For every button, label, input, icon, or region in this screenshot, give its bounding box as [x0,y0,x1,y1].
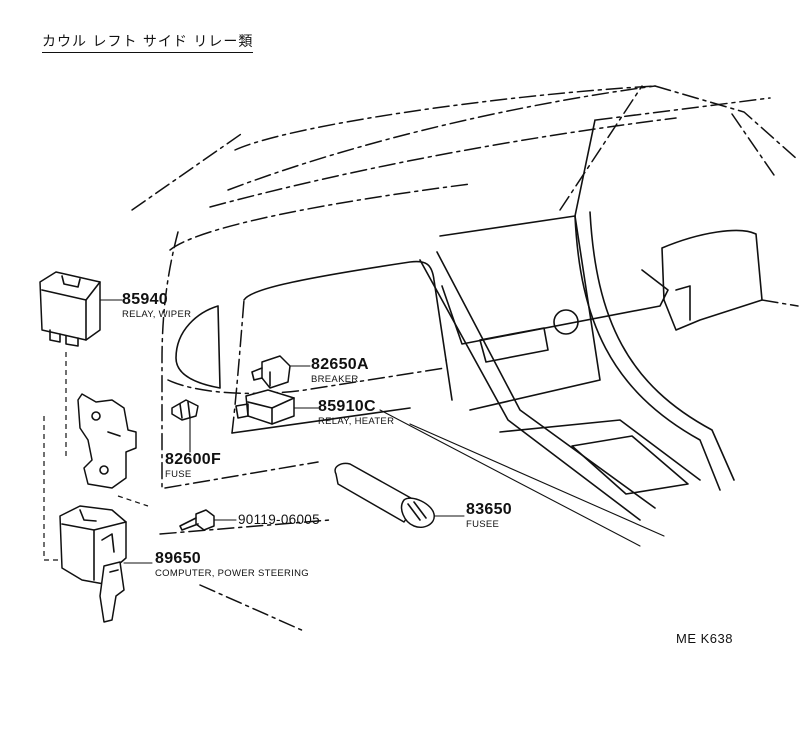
guide-lines [43,352,665,633]
part-number: 89650 [155,550,201,567]
part-number: 85910C [318,398,376,415]
part-callout-computer: 89650 COMPUTER, POWER STEERING [155,550,309,579]
part-callout-heater-relay: 85910C RELAY, HEATER [318,398,394,427]
part-number: 83650 [466,501,512,518]
part-callout-breaker: 82650A BREAKER [311,356,369,385]
part-description: FUSE [165,469,192,480]
part-number: 82600F [165,451,222,468]
part-description: FUSEE [466,519,500,530]
part-number: 85940 [122,291,168,308]
reference-code: ME K638 [676,631,733,646]
computer-power-steering-drawing [59,505,153,623]
page-title: カウル レフト サイド リレー類 [42,31,254,53]
part-description: RELAY, HEATER [318,416,395,427]
part-callout-wiper-relay: 85940 RELAY, WIPER [122,291,191,320]
fuse-drawing [171,399,199,453]
bolt-drawing [179,509,237,531]
part-callout-fuse: 82600F FUSE [165,451,221,480]
part-description: COMPUTER, POWER STEERING [155,568,309,579]
part-description: BREAKER [311,374,359,385]
wiper-relay-drawing [39,271,123,347]
part-callout-bolt: 90119-06005 [238,512,320,527]
dashboard-outline [131,85,799,521]
breaker-drawing [251,355,311,389]
bracket-drawing [77,393,137,489]
part-number: 82650A [311,356,369,373]
part-callout-fusee: 83650 FUSEE [466,501,512,530]
part-description: RELAY, WIPER [122,309,192,320]
heater-relay-drawing [235,389,319,425]
part-number: 90119-06005 [238,512,320,527]
fusee-drawing [334,462,465,528]
